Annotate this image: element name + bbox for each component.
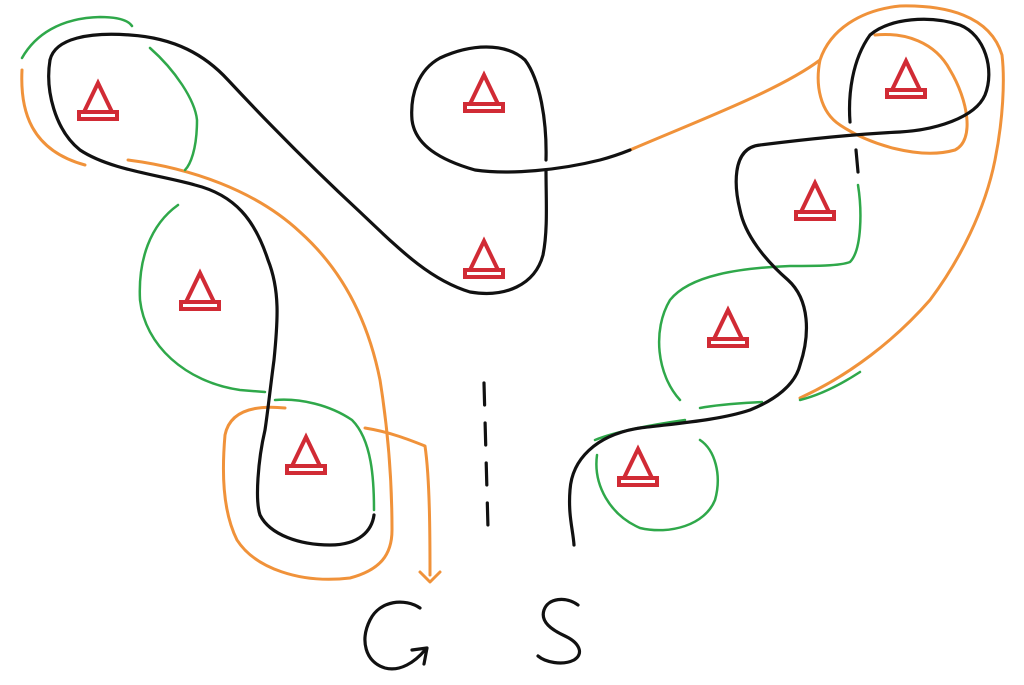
orange-route-arrowhead (418, 570, 442, 584)
black-route-dashed-centerline (482, 381, 490, 530)
green-route-right-bottom (595, 438, 719, 532)
traffic-cone-icon (285, 432, 327, 475)
traffic-cone-icon (707, 305, 749, 348)
black-route-left-bottom (47, 58, 376, 547)
traffic-cone-icon (77, 78, 119, 121)
green-route-left-lower (273, 398, 376, 512)
traffic-cone-icon (617, 444, 659, 487)
black-route-right-inner (854, 148, 860, 174)
orange-route-left-descent (126, 158, 394, 581)
traffic-cone-icon (179, 268, 221, 311)
goal-label-group: G (363, 600, 429, 671)
green-route-top-left (20, 15, 134, 60)
orange-route (20, 4, 1005, 584)
traffic-cone-icon (463, 70, 505, 113)
green-route-right-upper (657, 183, 862, 402)
black-route-left (48, 32, 548, 295)
black-route (47, 17, 991, 547)
traffic-cone-icon (885, 56, 927, 99)
orange-route-left-outer (20, 68, 87, 167)
green-route-right-tail (798, 370, 862, 402)
black-route-right (567, 17, 991, 547)
orange-route-right-loop (816, 32, 969, 155)
green-route-left-upper (148, 46, 199, 172)
goal-arrowhead (410, 646, 429, 666)
traffic-cone-icon (794, 178, 836, 221)
green-route-left-middle (138, 203, 267, 394)
orange-route-to-goal (363, 426, 432, 577)
black-route-center-loop (410, 45, 632, 174)
orange-route-right (628, 4, 1005, 400)
green-route-right-middle (698, 400, 764, 410)
cones (77, 56, 927, 487)
traffic-cone-icon (463, 236, 505, 279)
goal-letter-stroke (363, 600, 427, 671)
start-letter-stroke (536, 597, 582, 665)
green-route (20, 15, 862, 532)
start-label-group: S (536, 597, 582, 665)
